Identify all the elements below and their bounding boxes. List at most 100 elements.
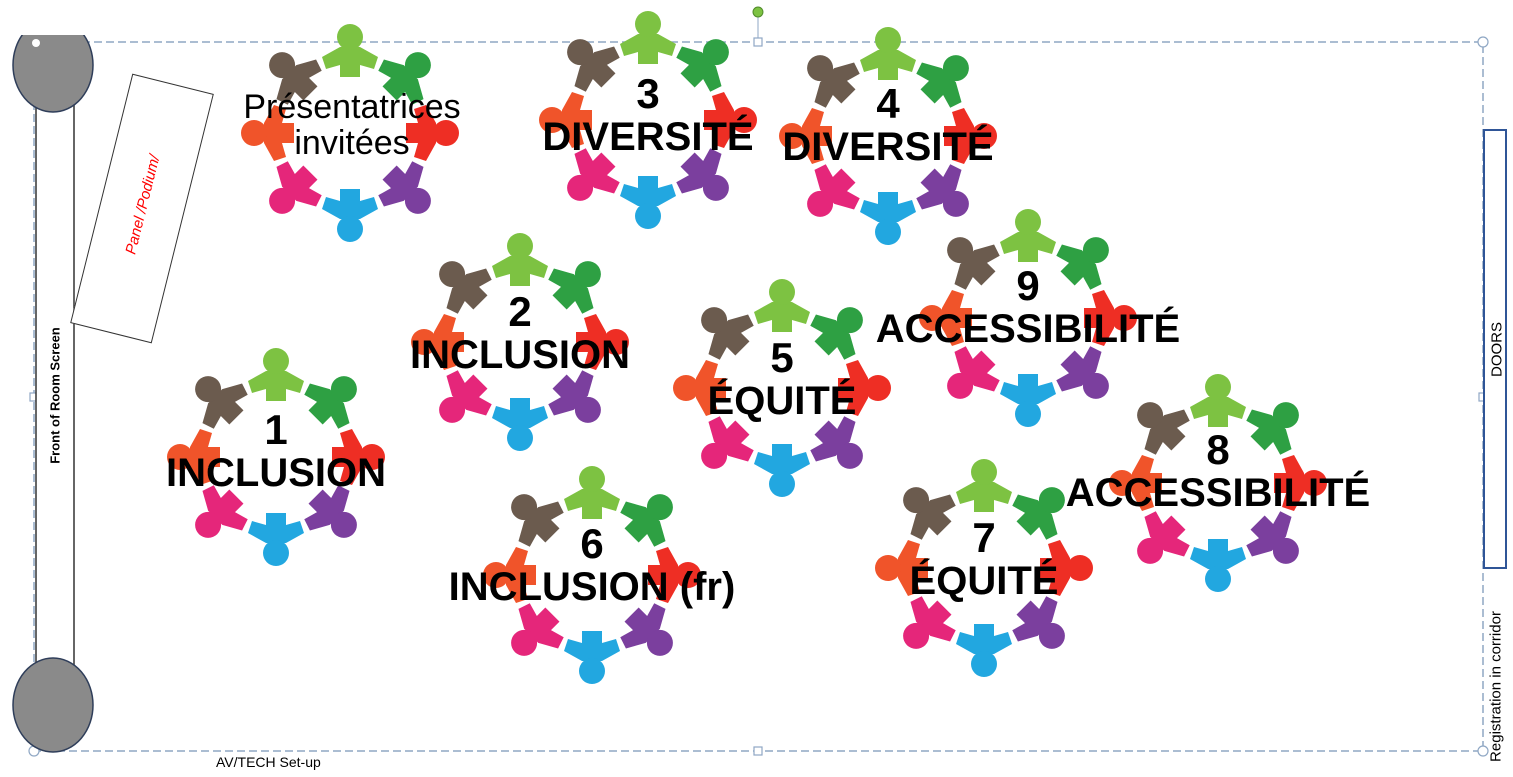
person-body <box>264 105 294 161</box>
person-head <box>579 466 605 492</box>
doors[interactable]: DOORS <box>1483 129 1507 569</box>
person-body <box>696 360 726 416</box>
rotate-handle[interactable] <box>752 6 764 18</box>
person-body <box>548 268 594 314</box>
person-body <box>1144 409 1190 455</box>
person-head <box>702 174 729 201</box>
person-body <box>574 46 620 92</box>
person-head <box>836 307 863 334</box>
person-icon <box>673 360 726 416</box>
person-head <box>1111 305 1137 331</box>
person-icon <box>167 429 220 485</box>
person-head <box>195 511 222 538</box>
person-icon <box>919 290 972 346</box>
front-screen-label: Front of Room Screen <box>47 327 63 464</box>
resize-handle-top-right[interactable] <box>1477 36 1489 48</box>
person-icon <box>483 547 536 603</box>
person-head <box>947 237 974 264</box>
person-icon <box>576 314 629 370</box>
person-body <box>406 105 436 161</box>
doors-label: DOORS <box>1488 322 1506 378</box>
table-3-label: 3 DIVERSITÉ <box>542 71 753 158</box>
table-8-theme: ACCESSIBILITÉ <box>1065 471 1371 516</box>
person-head <box>646 629 673 656</box>
person-head <box>702 39 729 66</box>
person-body <box>898 540 928 596</box>
person-body <box>518 603 564 649</box>
person-icon <box>564 466 620 519</box>
person-head <box>263 540 289 566</box>
table-5-number: 5 <box>770 334 794 381</box>
resize-handle-top[interactable] <box>753 37 763 47</box>
person-body <box>838 360 868 416</box>
person-icon <box>810 307 863 360</box>
person-icon <box>195 376 248 429</box>
person-body <box>562 92 592 148</box>
person-body <box>506 547 536 603</box>
person-body <box>1040 540 1070 596</box>
person-head <box>1272 402 1299 429</box>
person-head <box>269 52 296 79</box>
person-body <box>704 92 734 148</box>
table-4-label: 4 DIVERSITÉ <box>782 81 993 168</box>
person-head <box>507 425 533 451</box>
person-head <box>1272 537 1299 564</box>
person-body <box>620 34 676 64</box>
person-body <box>810 416 856 462</box>
person-icon <box>1246 511 1299 564</box>
person-icon <box>548 261 601 314</box>
person-body <box>708 314 754 360</box>
person-head <box>836 442 863 469</box>
person-head <box>875 219 901 245</box>
front-screen[interactable] <box>10 35 100 760</box>
table-1-number: 1 <box>264 406 288 453</box>
person-head <box>635 11 661 37</box>
person-body <box>860 50 916 80</box>
person-head <box>779 123 805 149</box>
person-head <box>539 107 565 133</box>
resize-handle-bottom[interactable] <box>753 746 763 756</box>
person-icon <box>411 314 464 370</box>
avtech-label: AV/TECH Set-up <box>216 754 321 770</box>
screen-dot <box>32 39 40 47</box>
person-body <box>910 596 956 642</box>
person-head <box>807 55 834 82</box>
person-icon <box>676 39 729 92</box>
table-8-number: 8 <box>1206 426 1230 473</box>
person-icon <box>322 189 378 242</box>
person-head <box>263 348 289 374</box>
person-icon <box>1000 374 1056 427</box>
person-head <box>919 305 945 331</box>
table-5-theme: ÉQUITÉ <box>707 379 857 424</box>
person-body <box>910 494 956 540</box>
person-body <box>1246 409 1292 455</box>
person-body <box>202 383 248 429</box>
person-head <box>167 444 193 470</box>
person-head <box>1038 622 1065 649</box>
person-body <box>1000 232 1056 262</box>
person-body <box>1000 374 1056 404</box>
person-icon <box>1109 455 1162 511</box>
person-head <box>433 120 459 146</box>
person-icon <box>956 459 1012 512</box>
person-head <box>567 174 594 201</box>
table-9-number: 9 <box>1016 262 1040 309</box>
person-head <box>1301 470 1327 496</box>
person-head <box>875 27 901 53</box>
person-body <box>860 192 916 222</box>
person-body <box>518 501 564 547</box>
person-icon <box>704 92 757 148</box>
people-ring-icon <box>167 348 385 566</box>
person-head <box>769 471 795 497</box>
person-body <box>564 631 620 661</box>
person-icon <box>492 233 548 286</box>
person-body <box>620 501 666 547</box>
person-body <box>1144 511 1190 557</box>
person-icon <box>648 547 701 603</box>
resize-handle-bottom-right[interactable] <box>1477 745 1489 757</box>
person-icon <box>511 603 564 656</box>
person-head <box>439 396 466 423</box>
person-head <box>675 562 701 588</box>
person-icon <box>838 360 891 416</box>
person-icon <box>269 52 322 105</box>
